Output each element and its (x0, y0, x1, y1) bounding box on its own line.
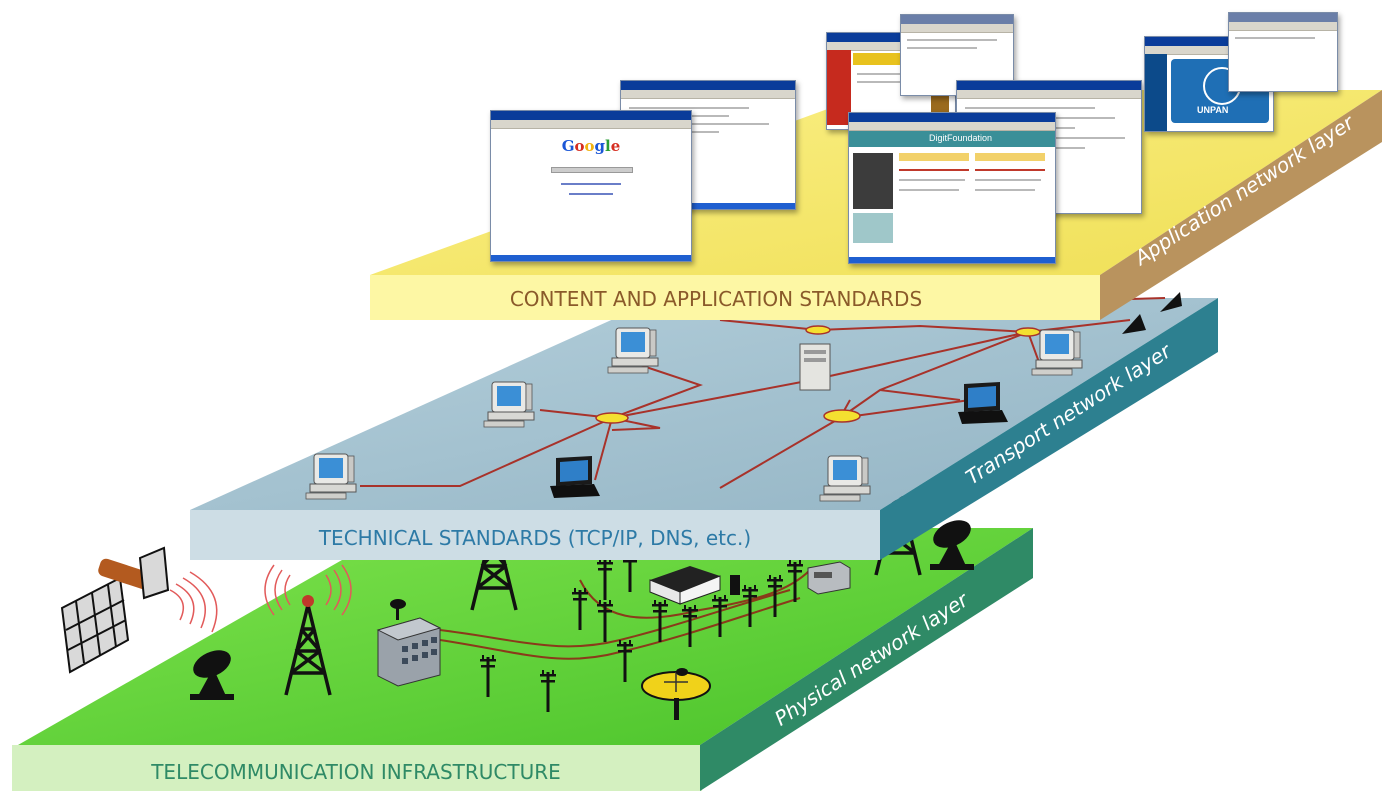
network-hubs (595, 325, 1041, 424)
satellite-signal (169, 571, 218, 633)
unpan-label: UNPAN (1197, 105, 1229, 115)
application-layer-side (1100, 90, 1382, 320)
desktop-computer-icon (483, 381, 535, 428)
transport-layer: TECHNICAL STANDARDS (TCP/IP, DNS, etc.) … (190, 292, 1218, 560)
laptop-icon (1160, 292, 1182, 312)
digit-header-label: DigitFoundation (929, 133, 993, 143)
desktop-computer-icon (819, 455, 871, 502)
exchange-box-icon (807, 561, 851, 595)
physical-layer-label: TELECOMMUNICATION INFRASTRUCTURE (150, 760, 561, 784)
satellite-icon (60, 546, 170, 674)
laptop-icon (1122, 314, 1146, 334)
server-icon (799, 343, 831, 391)
transport-layer-front (190, 510, 880, 560)
transport-layer-label: TECHNICAL STANDARDS (TCP/IP, DNS, etc.) (318, 526, 751, 550)
google-logo: Google (561, 137, 621, 155)
physical-layer-front (12, 745, 702, 791)
browser-window-google: Google (490, 110, 692, 262)
tower-signal (264, 564, 352, 616)
application-layer-label: CONTENT AND APPLICATION STANDARDS (510, 287, 922, 311)
application-layer-front (370, 275, 1100, 320)
desktop-computer-icon (1031, 329, 1083, 376)
yellow-dish-icon (641, 668, 711, 720)
transport-layer-side (880, 298, 1218, 560)
desktop-computer-icon (607, 327, 659, 374)
physical-layer-side (700, 528, 1033, 791)
office-building-icon (376, 599, 442, 687)
house-icon (649, 566, 740, 605)
browser-window-gray (1228, 12, 1338, 92)
browser-window-digit: DigitFoundation (848, 112, 1056, 264)
desktop-computer-icon (305, 453, 357, 500)
